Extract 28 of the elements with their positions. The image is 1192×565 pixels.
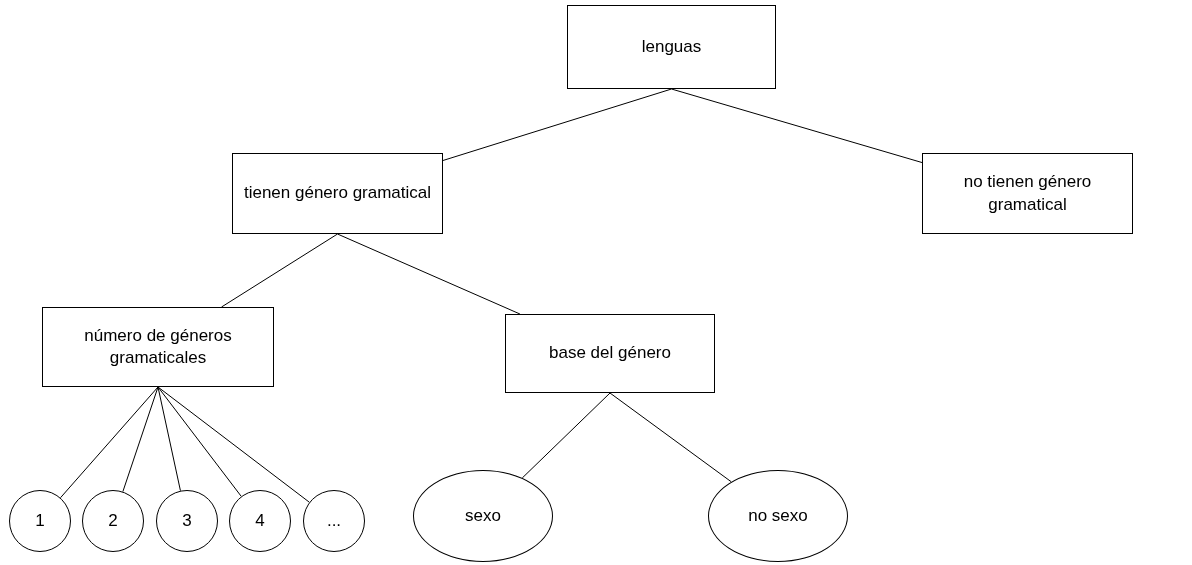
process-box	[505, 314, 715, 393]
connector-line	[157, 386, 181, 492]
node-label: ...	[326, 509, 342, 532]
connector-line	[442, 88, 672, 161]
connector-line	[609, 392, 732, 483]
node-label: 1	[35, 509, 45, 532]
process-box	[567, 5, 776, 89]
process-box	[922, 153, 1133, 234]
node-label: 2	[108, 509, 118, 532]
connector-line	[521, 392, 611, 479]
node-label: número de géneros gramaticales	[83, 324, 233, 369]
connector-line	[157, 386, 242, 497]
connector-line	[221, 233, 338, 308]
node-label: no tienen género gramatical	[962, 171, 1093, 216]
connector-line	[157, 386, 310, 503]
node-label: 4	[255, 509, 265, 532]
process-box	[232, 153, 443, 234]
node-label: lenguas	[641, 35, 702, 58]
connector-line	[60, 386, 159, 499]
node-label: tienen género gramatical	[243, 182, 432, 205]
node-label: no sexo	[748, 504, 808, 527]
connector-line	[671, 88, 923, 164]
connector-line	[337, 233, 521, 315]
node-label: base del género	[549, 342, 671, 365]
node-label: sexo	[465, 504, 501, 527]
process-box	[42, 307, 274, 387]
node-label: 3	[182, 509, 192, 532]
connector-line	[122, 386, 159, 493]
